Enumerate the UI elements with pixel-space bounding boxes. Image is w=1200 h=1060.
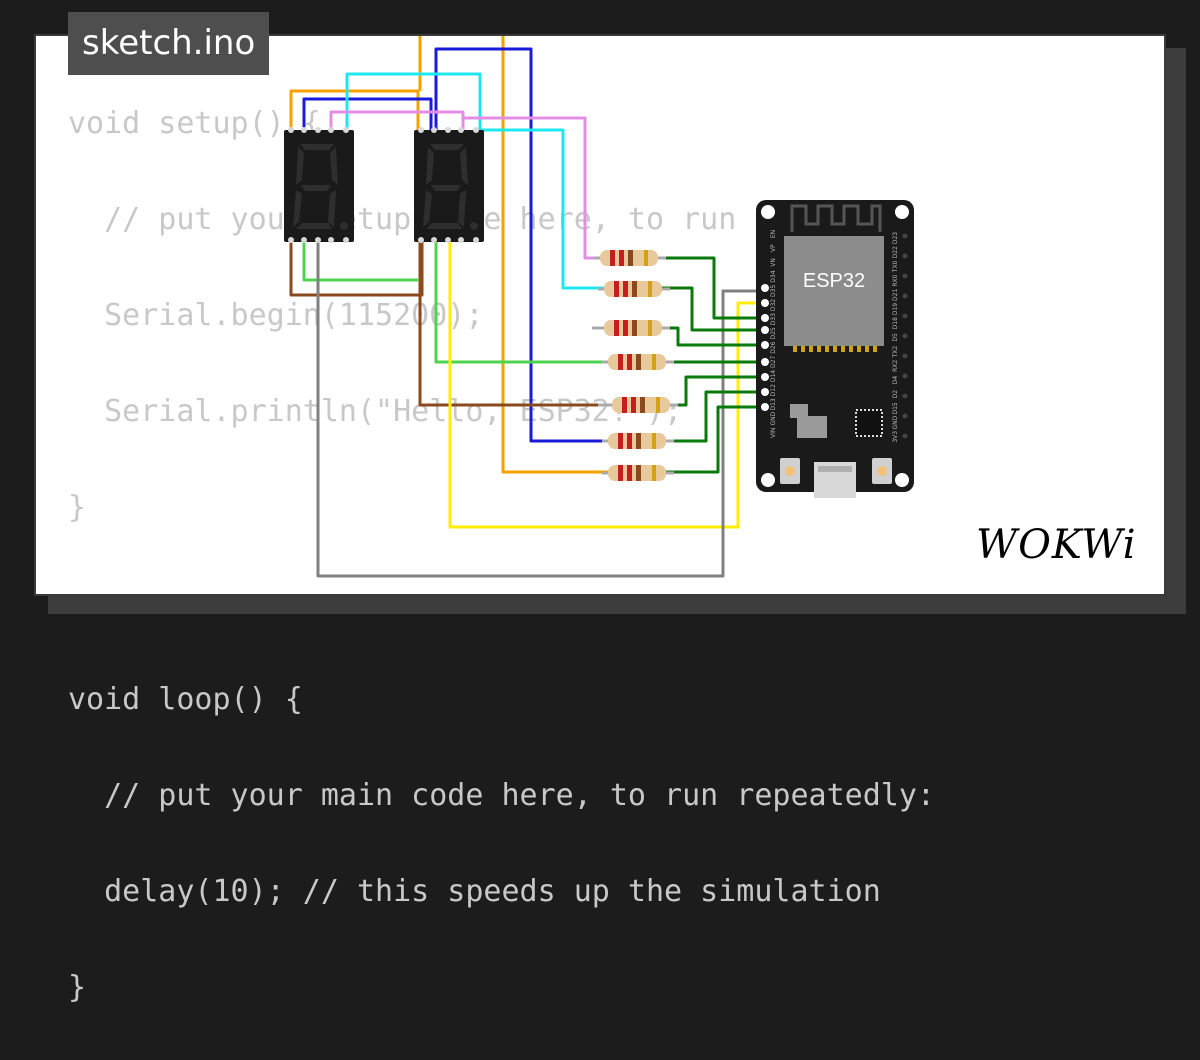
pin-label: TX0	[892, 260, 899, 273]
wire-brown	[289, 238, 424, 297]
resistors	[592, 250, 678, 481]
wire-dark-green	[660, 286, 764, 332]
pin-label: RX0	[892, 274, 899, 286]
left-pin-header	[761, 284, 769, 411]
wire-blue	[434, 47, 614, 443]
pin-label: D32	[770, 299, 777, 311]
pin-label: GND	[770, 411, 777, 425]
code-line: void setup() {	[68, 106, 321, 141]
wire-gray	[316, 238, 764, 578]
pin-label: D12	[770, 384, 777, 396]
usb-chip	[855, 409, 883, 437]
file-tab[interactable]: sketch.ino	[68, 12, 270, 75]
pin-label: D33	[770, 313, 777, 325]
pin-label: D35	[770, 284, 777, 296]
en-button[interactable]	[780, 458, 800, 484]
pin-label: D18	[892, 317, 899, 329]
wire-green	[302, 238, 418, 282]
pin-label: VP	[770, 244, 777, 252]
wire-green	[434, 238, 610, 364]
pin-label: D21	[892, 288, 899, 300]
right-pin-header	[902, 233, 908, 439]
pin-label: D26	[770, 341, 777, 353]
wokwi-logo: WOKWi	[976, 522, 1137, 568]
project-card	[34, 34, 1166, 596]
code-line: }	[68, 490, 87, 525]
chip-label: ESP32	[803, 270, 865, 292]
pin-label: D13	[770, 398, 777, 410]
code-line: delay(10); // this speeds up the simulat…	[68, 874, 881, 909]
pin-label: D22	[892, 246, 899, 258]
esp32-board[interactable]: ESP32 ENVPVND34D35D32D33D25D26D27D14D12D…	[756, 200, 914, 498]
pin-label: EN	[770, 230, 777, 238]
wire-brown	[418, 238, 610, 407]
segments	[423, 144, 478, 230]
code-line: // put your main code here, to run repea…	[68, 778, 935, 813]
pin-label: 3V3	[892, 431, 899, 443]
resistor[interactable]	[594, 250, 666, 266]
chip-module	[784, 236, 884, 346]
wire-dark-green	[656, 256, 764, 320]
wire-orange	[501, 36, 614, 474]
pin-label: D2	[892, 390, 899, 399]
pin-label: D4	[892, 376, 899, 385]
pin-label: TX2	[892, 346, 899, 359]
wire-yellow	[448, 238, 764, 529]
wire-dark-green	[666, 405, 764, 474]
wire-blue	[302, 97, 433, 130]
pin-label: D19	[892, 303, 899, 315]
wire-violet	[463, 116, 600, 260]
wire-violet	[329, 110, 465, 130]
pin-label: D5	[892, 333, 899, 342]
pin-label: VN	[770, 258, 777, 267]
wire-cyan	[480, 128, 606, 290]
resistor[interactable]	[602, 354, 674, 370]
seven-segment-display[interactable]	[284, 127, 354, 243]
boot-button[interactable]	[872, 458, 892, 484]
pin-label: D34	[770, 270, 777, 282]
seven-segment-display[interactable]	[414, 127, 484, 243]
antenna-icon	[790, 204, 882, 232]
pin-label: GND	[892, 415, 899, 429]
display-pins	[288, 127, 349, 243]
resistor[interactable]	[602, 433, 674, 449]
pin-label: D14	[770, 370, 777, 382]
pin-label: D15	[892, 402, 899, 414]
resistor[interactable]	[598, 397, 678, 413]
wires	[289, 36, 764, 578]
pin-label: D25	[770, 327, 777, 339]
resistor[interactable]	[602, 465, 674, 481]
pin-label: VIN	[770, 428, 777, 438]
pin-label: D27	[770, 355, 777, 367]
wire-cyan	[345, 72, 482, 130]
pin-label: D23	[892, 232, 899, 244]
circuit-diagram: ESP32 ENVPVND34D35D32D33D25D26D27D14D12D…	[284, 36, 914, 578]
resistor[interactable]	[598, 281, 670, 297]
wire-dark-green	[666, 390, 764, 443]
pin-label: RX2	[892, 360, 899, 372]
resistor[interactable]	[592, 320, 670, 336]
code-line: }	[68, 970, 87, 1005]
segments	[293, 144, 348, 230]
voltage-regulator	[790, 404, 808, 418]
code-line: void loop() {	[68, 682, 303, 717]
display-pins	[418, 127, 479, 243]
